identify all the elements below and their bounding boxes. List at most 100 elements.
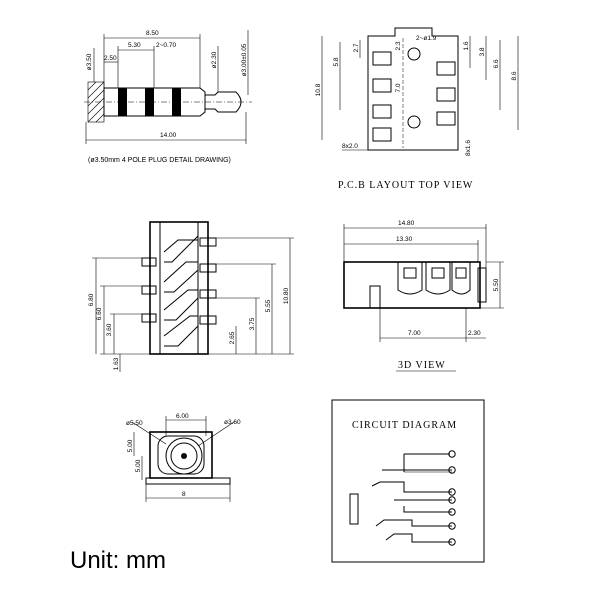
jack-terminal [451, 262, 471, 295]
side-terminal [199, 263, 217, 273]
front-view-drawing: 6.00 ø5.50 ø3.60 5.00 5.00 8 [126, 413, 241, 502]
dim-10-80: 10.80 [283, 287, 290, 304]
dim-5-00-b: 5.00 [135, 459, 142, 472]
circuit-contact [403, 506, 452, 513]
pcb-pad [436, 87, 456, 102]
dim-3-60: 3.60 [106, 323, 113, 336]
dim-5-55: 5.55 [265, 299, 272, 312]
side-terminal [199, 237, 217, 247]
circuit-terminal [448, 522, 456, 530]
dim-14-80: 14.80 [398, 220, 415, 227]
side-body-outline [149, 221, 209, 355]
circuit-contact [403, 453, 450, 472]
dim-10-8: 10.8 [315, 83, 322, 96]
side-terminal [141, 257, 157, 267]
pcb-title: P.C.B LAYOUT TOP VIEW [338, 180, 473, 191]
dim-14-00: 14.00 [160, 132, 177, 139]
leader-line [197, 421, 235, 447]
front-socket-center [181, 453, 187, 459]
dim-2-65: 2.65 [229, 331, 236, 344]
dim-hole-dia: 2~ø1.9 [416, 35, 437, 42]
front-socket-inner [170, 442, 198, 470]
pcb-pad [436, 111, 456, 126]
unit-label: Unit: mm [70, 547, 166, 574]
side-terminal [199, 315, 217, 325]
side-contact [163, 315, 199, 347]
side-terminal [199, 289, 217, 299]
dim-3-8: 3.8 [479, 47, 486, 56]
circuit-plug-body [349, 493, 359, 525]
side-contact [163, 289, 199, 321]
dim-2-30: 2.30 [468, 330, 481, 337]
jack-nose [477, 267, 487, 303]
dim-6-60: 6.60 [96, 307, 103, 320]
dim-dia-3-00: ø3.00±0.05 [241, 43, 248, 76]
side-terminal [141, 285, 157, 295]
circuit-terminal [448, 508, 456, 516]
dim-5-30: 5.30 [128, 42, 141, 49]
dim-3-75: 3.75 [249, 317, 256, 330]
front-socket-outer [165, 437, 203, 475]
jack-post [369, 285, 381, 309]
circuit-terminal [448, 450, 456, 458]
circuit-terminal [448, 488, 456, 496]
front-body [149, 431, 213, 479]
front-base [145, 477, 231, 485]
dim-8-50: 8.50 [146, 30, 159, 37]
pcb-hole [407, 47, 421, 61]
dim-6-80: 6.80 [88, 293, 95, 306]
dim-dia-5-50: ø5.50 [126, 420, 143, 427]
circuit-contact [385, 533, 452, 543]
pcb-hole [407, 115, 421, 129]
dim-0-70: 2~0.70 [156, 42, 176, 49]
pcb-layout-drawing: 10.8 5.8 2.7 7.0 2.3 2~ø1.9 1.6 3.8 6.6 … [315, 27, 519, 191]
dim-2-7: 2.7 [353, 43, 360, 52]
jack-terminal-tab [431, 267, 445, 279]
dim-1-6: 1.6 [463, 41, 470, 50]
dim-7-00: 7.00 [408, 330, 421, 337]
dim-6-6: 6.6 [493, 59, 500, 68]
pcb-pad [436, 61, 456, 76]
circuit-contact [371, 481, 452, 493]
dim-5-50: 5.50 [493, 278, 500, 291]
circuit-diagram: CIRCUIT DIAGRAM [331, 399, 485, 563]
pcb-pad [372, 104, 392, 119]
jack-terminal [425, 262, 451, 295]
circuit-terminal [448, 538, 456, 546]
dim-8x1-6: 8x1.6 [465, 140, 472, 156]
side-contact [163, 261, 199, 293]
dim-dia-3-60: ø3.60 [224, 419, 241, 426]
dim-dia-3-50: ø3.50 [86, 53, 93, 70]
dim-8x2-0: 8x2.0 [342, 143, 358, 150]
leader-line [131, 421, 167, 445]
jack-terminal-tab [403, 267, 417, 279]
pcb-outline [367, 27, 459, 151]
jack-terminal [397, 262, 423, 295]
dim-5-00-a: 5.00 [127, 439, 134, 452]
dim-8-6: 8.6 [511, 71, 518, 80]
circuit-terminal [448, 496, 456, 504]
plug-grip-hatch [87, 81, 105, 123]
dim-2-3: 2.3 [395, 41, 402, 50]
circuit-terminal [448, 466, 456, 474]
view-3d-title: 3D VIEW [398, 360, 446, 371]
dim-6-00: 6.00 [176, 413, 189, 420]
view-3d-drawing: 14.80 13.30 5.50 7.00 2.30 3D VIEW [343, 220, 504, 372]
circuit-contact [375, 519, 452, 527]
dim-1-63: 1.63 [113, 357, 120, 370]
plug-ring-2 [145, 88, 154, 116]
dim-5-8: 5.8 [333, 57, 340, 66]
side-contact [163, 235, 199, 263]
plug-caption: (ø3.50mm 4 POLE PLUG DETAIL DRAWING) [88, 157, 231, 164]
jack-terminal-tab [455, 267, 467, 279]
dim-8: 8 [182, 491, 186, 498]
pcb-pad [372, 127, 392, 142]
dim-dia-2-30: ø2.30 [211, 51, 218, 68]
side-view-drawing: 6.80 6.60 3.60 1.63 2.65 3.75 5.55 10.80 [88, 221, 294, 372]
circuit-frame [331, 399, 485, 563]
plug-detail-drawing: 8.50 5.30 2~0.70 2.50 ø3.50 ø2.30 ø3.00±… [84, 30, 252, 164]
circuit-title: CIRCUIT DIAGRAM [352, 420, 457, 431]
pcb-pad [372, 78, 392, 93]
